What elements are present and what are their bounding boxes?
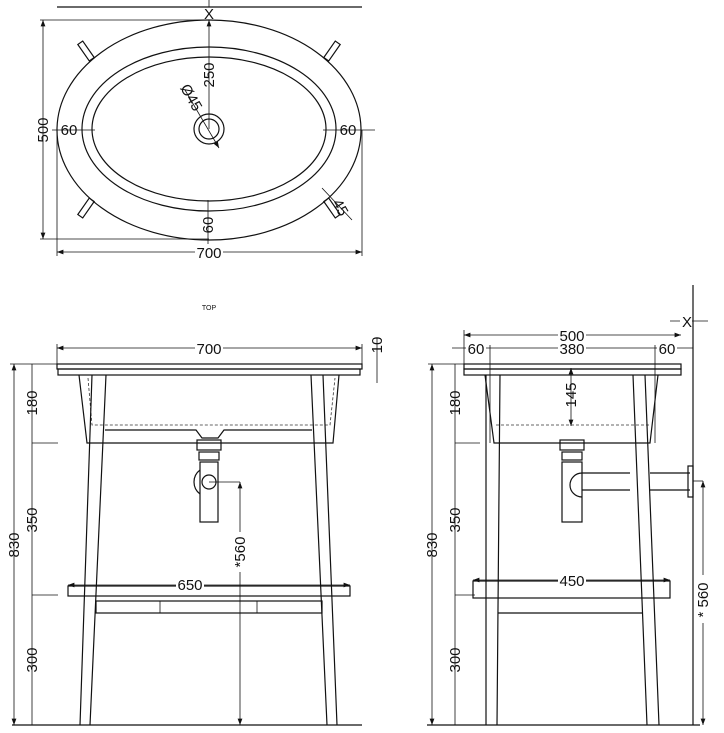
wall-marker-side: X	[682, 314, 692, 331]
dim-side-shelf-width: 450	[559, 573, 584, 590]
dim-tab-width: 45	[328, 196, 351, 219]
shelf	[67, 585, 351, 597]
countertop	[56, 363, 363, 370]
dim-side-rim-left: 60	[468, 341, 485, 358]
dim-side-bowl-depth: 380	[559, 341, 584, 358]
dim-side-seg-bottom: 300	[447, 647, 464, 672]
side-basin-body	[484, 374, 659, 444]
dim-seg-mid: 350	[24, 507, 41, 532]
basin-body	[78, 374, 340, 444]
dim-side-rim-right: 60	[659, 341, 676, 358]
dim-total-height: 830	[6, 532, 23, 557]
dim-side-drain-height: * 560	[695, 582, 712, 617]
dim-bowl-height: 145	[563, 382, 580, 407]
view-label-top: TOP	[202, 305, 217, 312]
dim-rim-right: 60	[340, 122, 357, 139]
dim-side-seg-top: 180	[447, 390, 464, 415]
side-leg-right	[632, 374, 660, 726]
wall-marker: X	[204, 6, 214, 23]
siphon	[193, 439, 222, 523]
dim-seg-bottom: 300	[24, 647, 41, 672]
dim-rim-left: 60	[61, 122, 78, 139]
mounting-tabs	[76, 40, 342, 219]
dim-overall-depth: 500	[35, 117, 52, 142]
top-view: X 250 Ø45 500 60 60 60 45 700	[35, 0, 375, 262]
front-leg-left	[79, 374, 107, 726]
side-view: X 500 60 380 60 145 450	[424, 285, 712, 726]
dim-rim-front: 60	[200, 217, 217, 234]
dim-shelf-width: 650	[177, 577, 202, 594]
dim-top-thickness: 10	[369, 337, 386, 354]
dim-side-total-height: 830	[424, 532, 441, 557]
dim-side-depth: 500	[559, 328, 584, 345]
side-leg-left	[485, 374, 501, 726]
dim-overall-width: 700	[196, 245, 221, 262]
dim-side-seg-mid: 350	[447, 507, 464, 532]
dim-front-width: 700	[196, 341, 221, 358]
dim-seg-top: 180	[24, 390, 41, 415]
front-view: TOP 700 10 650	[6, 305, 386, 726]
front-leg-right	[310, 374, 338, 726]
dim-drain-height: *560	[232, 537, 249, 568]
dim-drain-offset: 250	[201, 62, 218, 87]
side-siphon	[559, 439, 694, 523]
